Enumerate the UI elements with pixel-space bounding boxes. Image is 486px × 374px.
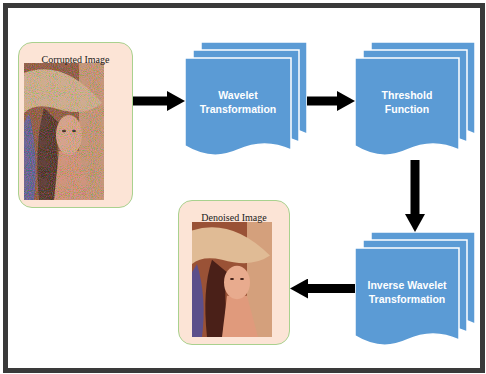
process-box: Inverse Wavelet Transformation — [355, 232, 475, 350]
flow-arrow — [411, 160, 420, 220]
flow-arrow — [133, 97, 173, 106]
flow-arrow — [302, 284, 355, 293]
process-label: Wavelet Transformation — [191, 89, 285, 116]
flow-arrow — [307, 97, 343, 106]
document-sheet — [185, 58, 291, 155]
box-heading: Corrupted Image — [41, 54, 109, 65]
process-label: Threshold Function — [361, 89, 453, 116]
clean-photo — [192, 222, 272, 337]
process-label: Inverse Wavelet Transformation — [361, 279, 453, 306]
document-sheet — [355, 248, 459, 345]
box-heading: Denoised Image — [201, 212, 266, 223]
process-box: Threshold Function — [355, 42, 475, 160]
noisy-photo — [24, 63, 104, 200]
process-box: Wavelet Transformation — [185, 42, 307, 160]
document-sheet — [355, 58, 459, 155]
